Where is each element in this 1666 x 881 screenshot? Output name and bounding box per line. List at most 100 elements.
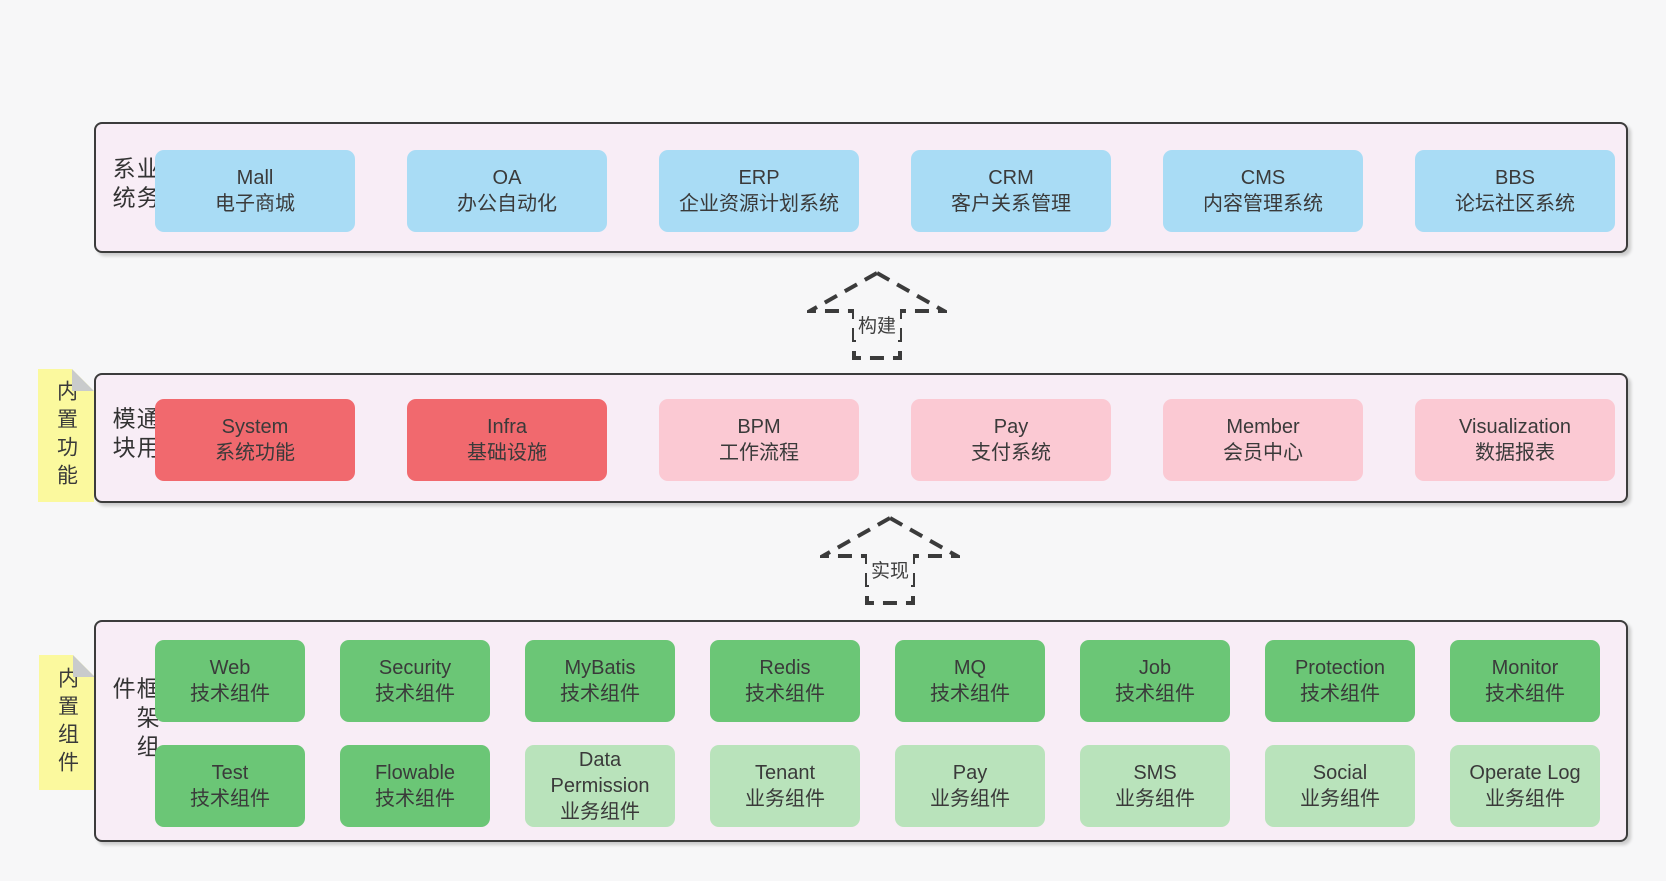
framework-components-panel: 框架组件 Web 技术组件 Security 技术组件 MyBatis 技术组件… (94, 620, 1628, 842)
business-systems-panel: 业务系统 Mall 电子商城 OA 办公自动化 ERP 企业资源计划系统 CRM… (94, 122, 1628, 253)
box-name: Visualization (1459, 416, 1571, 438)
box-desc: 工作流程 (719, 442, 799, 464)
box-desc: 业务组件 (560, 801, 640, 823)
box-name: Job (1138, 657, 1172, 679)
box-desc: 技术组件 (1115, 683, 1195, 705)
box-data-permission: Data Permission 业务组件 (525, 745, 675, 827)
box-desc: 论坛社区系统 (1455, 193, 1575, 215)
box-desc: 技术组件 (1300, 683, 1380, 705)
arrow-label: 实现 (866, 554, 914, 585)
box-name: CMS (1240, 167, 1286, 189)
box-desc: 会员中心 (1223, 442, 1303, 464)
box-desc: 业务组件 (930, 788, 1010, 810)
box-security: Security 技术组件 (340, 640, 490, 722)
box-name: Web (209, 657, 251, 679)
box-oa: OA 办公自动化 (407, 150, 607, 232)
implement-arrow-icon: 实现 (820, 515, 960, 607)
box-desc: 业务组件 (1485, 788, 1565, 810)
box-mq: MQ 技术组件 (895, 640, 1045, 722)
box-desc: 业务组件 (1115, 788, 1195, 810)
box-member: Member 会员中心 (1163, 399, 1363, 481)
box-desc: 业务组件 (1300, 788, 1380, 810)
box-system: System 系统功能 (155, 399, 355, 481)
panel-side-label: 通用模块 (109, 406, 160, 465)
box-desc: 电子商城 (215, 193, 295, 215)
box-sms: SMS 业务组件 (1080, 745, 1230, 827)
box-name: Pay (952, 762, 988, 784)
sticky-note-label: 内置组件 (55, 666, 79, 779)
box-desc: 技术组件 (745, 683, 825, 705)
box-bpm: BPM 工作流程 (659, 399, 859, 481)
box-job: Job 技术组件 (1080, 640, 1230, 722)
box-cms: CMS 内容管理系统 (1163, 150, 1363, 232)
box-pay-component: Pay 业务组件 (895, 745, 1045, 827)
box-name: BBS (1494, 167, 1536, 189)
box-web: Web 技术组件 (155, 640, 305, 722)
box-name: Redis (759, 657, 811, 679)
sticky-note-built-in-features: 内置功能 (38, 369, 94, 502)
box-monitor: Monitor 技术组件 (1450, 640, 1600, 722)
box-erp: ERP 企业资源计划系统 (659, 150, 859, 232)
box-name: BPM (737, 416, 781, 438)
box-infra: Infra 基础设施 (407, 399, 607, 481)
box-desc: 数据报表 (1475, 442, 1555, 464)
box-name: OA (492, 167, 522, 189)
box-name: Tenant (754, 762, 816, 784)
box-desc: 企业资源计划系统 (679, 193, 839, 215)
box-name: Social (1312, 762, 1368, 784)
box-desc: 基础设施 (467, 442, 547, 464)
box-flowable: Flowable 技术组件 (340, 745, 490, 827)
box-social: Social 业务组件 (1265, 745, 1415, 827)
box-name: Data Permission (550, 749, 650, 797)
box-operate-log: Operate Log 业务组件 (1450, 745, 1600, 827)
box-name: Member (1226, 416, 1300, 438)
box-name: Operate Log (1469, 762, 1581, 784)
box-name: SMS (1133, 762, 1177, 784)
box-name: Pay (993, 416, 1029, 438)
box-name: ERP (738, 167, 780, 189)
box-pay-module: Pay 支付系统 (911, 399, 1111, 481)
box-name: Security (378, 657, 452, 679)
box-visualization: Visualization 数据报表 (1415, 399, 1615, 481)
box-name: CRM (988, 167, 1034, 189)
common-modules-panel: 通用模块 System 系统功能 Infra 基础设施 BPM 工作流程 Pay… (94, 373, 1628, 503)
panel-side-label: 框架组件 (109, 676, 160, 764)
box-name: Test (211, 762, 249, 784)
box-desc: 技术组件 (190, 788, 270, 810)
box-desc: 系统功能 (215, 442, 295, 464)
box-name: System (221, 416, 289, 438)
box-desc: 客户关系管理 (951, 193, 1071, 215)
box-name: Protection (1294, 657, 1386, 679)
sticky-fold-corner-icon (72, 369, 94, 391)
box-test: Test 技术组件 (155, 745, 305, 827)
box-redis: Redis 技术组件 (710, 640, 860, 722)
box-name: Flowable (374, 762, 456, 784)
box-mybatis: MyBatis 技术组件 (525, 640, 675, 722)
sticky-note-label: 内置功能 (54, 379, 78, 492)
box-crm: CRM 客户关系管理 (911, 150, 1111, 232)
arrow-label: 构建 (853, 309, 901, 340)
box-mall: Mall 电子商城 (155, 150, 355, 232)
box-desc: 技术组件 (190, 683, 270, 705)
box-name: MQ (953, 657, 987, 679)
panel-side-label: 业务系统 (109, 155, 160, 214)
box-name: MyBatis (564, 657, 636, 679)
sticky-note-built-in-components: 内置组件 (39, 655, 95, 790)
box-name: Monitor (1491, 657, 1559, 679)
box-desc: 内容管理系统 (1203, 193, 1323, 215)
sticky-fold-corner-icon (73, 655, 95, 677)
box-tenant: Tenant 业务组件 (710, 745, 860, 827)
box-desc: 支付系统 (971, 442, 1051, 464)
box-desc: 业务组件 (745, 788, 825, 810)
box-desc: 技术组件 (375, 788, 455, 810)
box-protection: Protection 技术组件 (1265, 640, 1415, 722)
box-desc: 技术组件 (560, 683, 640, 705)
box-desc: 技术组件 (375, 683, 455, 705)
box-name: Mall (236, 167, 274, 189)
box-bbs: BBS 论坛社区系统 (1415, 150, 1615, 232)
box-desc: 办公自动化 (457, 193, 557, 215)
build-arrow-icon: 构建 (807, 270, 947, 362)
box-desc: 技术组件 (1485, 683, 1565, 705)
box-desc: 技术组件 (930, 683, 1010, 705)
